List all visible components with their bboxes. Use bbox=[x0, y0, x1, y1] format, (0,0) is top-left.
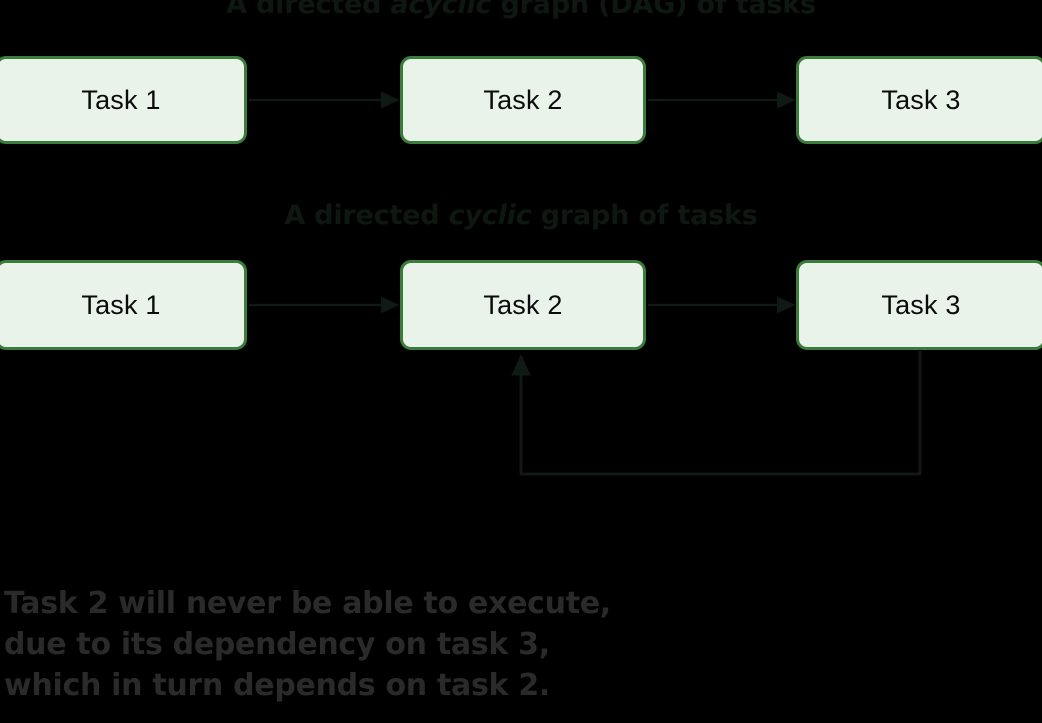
cyclic-node-task-1-label: Task 1 bbox=[81, 289, 161, 320]
explanation-caption: Task 2 will never be able to execute, du… bbox=[4, 583, 704, 706]
caption-line-1: Task 2 will never be able to execute, bbox=[4, 586, 611, 621]
cyclic-node-task-3-label: Task 3 bbox=[881, 289, 961, 320]
cyclic-title-suffix: graph of tasks bbox=[531, 200, 758, 231]
dag-node-task-3[interactable]: Task 3 bbox=[796, 56, 1042, 144]
dag-node-task-1[interactable]: Task 1 bbox=[0, 56, 247, 144]
cyclic-section-title: A directed cyclic graph of tasks bbox=[0, 200, 1042, 232]
cyclic-title-emphasis: cyclic bbox=[448, 200, 532, 231]
cyclic-title-prefix: A directed bbox=[284, 200, 449, 231]
dag-node-task-2-label: Task 2 bbox=[483, 84, 563, 115]
cyclic-node-task-2[interactable]: Task 2 bbox=[400, 260, 646, 350]
dag-node-task-3-label: Task 3 bbox=[881, 84, 961, 115]
dag-title-suffix: graph (DAG) of tasks bbox=[491, 0, 816, 20]
cyclic-node-task-2-label: Task 2 bbox=[483, 289, 563, 320]
dag-title-emphasis: acyclic bbox=[390, 0, 492, 20]
cyclic-node-task-1[interactable]: Task 1 bbox=[0, 260, 247, 350]
cyclic-edge-task3-to-task2-feedback bbox=[511, 351, 922, 476]
dag-title-prefix: A directed bbox=[226, 0, 391, 20]
cyclic-node-task-3[interactable]: Task 3 bbox=[796, 260, 1042, 350]
caption-line-2: due to its dependency on task 3, bbox=[4, 627, 550, 662]
dag-node-task-1-label: Task 1 bbox=[81, 84, 161, 115]
caption-line-3: which in turn depends on task 2. bbox=[4, 668, 551, 703]
dag-section-title: A directed acyclic graph (DAG) of tasks bbox=[0, 0, 1042, 21]
dag-node-task-2[interactable]: Task 2 bbox=[400, 56, 646, 144]
